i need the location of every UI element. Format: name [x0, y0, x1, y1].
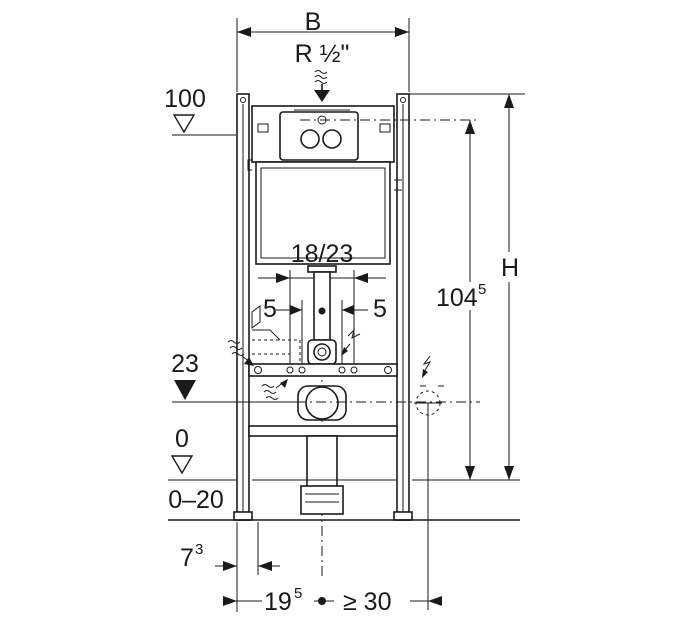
level-0-marker: 0 0–20: [168, 425, 520, 521]
supply-label: R ½": [295, 40, 350, 68]
cable-route: [252, 339, 301, 364]
range-0-20-label: 0–20: [168, 486, 224, 514]
level-23-marker: 23: [171, 350, 300, 403]
height-104-label: 104: [436, 284, 478, 312]
dimension-h: H: [409, 93, 525, 480]
cistern: [247, 105, 402, 265]
dimension-19-30: 19 5 ≥ 30: [223, 585, 442, 616]
offset-left-label: 5: [263, 295, 277, 323]
dimension-5-offsets: 5 5: [263, 295, 387, 372]
water-supply-icon: [314, 70, 330, 102]
flush-pipe: [307, 265, 337, 365]
level-marker-icon: [172, 114, 196, 134]
water-inlet-icon: [227, 340, 254, 366]
dim-7-label: 7: [180, 544, 194, 572]
height-h-label: H: [501, 254, 519, 282]
mounting-bracket: [248, 363, 398, 437]
dim-19-sup: 5: [294, 585, 302, 602]
dim-19-label: 19: [264, 588, 292, 616]
dim-ge30-label: ≥ 30: [343, 588, 391, 616]
spacing-18-23-label: 18/23: [291, 240, 354, 268]
offset-right-label: 5: [373, 295, 387, 323]
frame-left-post: [233, 93, 253, 521]
electrical-outlet-icon: [341, 328, 361, 356]
dimension-b: B R ½": [236, 8, 410, 92]
drain-symbol-icon: [261, 379, 288, 400]
electrical-connection-icon: [414, 355, 444, 610]
dimension-18-23: 18/23: [258, 240, 386, 372]
frame-right-post: [393, 93, 413, 521]
width-b-label: B: [305, 8, 322, 36]
dimension-104: 104 5: [436, 120, 504, 480]
level-0-label: 0: [175, 425, 189, 453]
level-23-label: 23: [171, 350, 199, 378]
height-104-sup: 5: [478, 281, 486, 298]
level-100-label: 100: [164, 85, 206, 113]
level-100-marker: 100: [164, 85, 236, 136]
drain-pipe-icon: [296, 385, 480, 515]
dim-7-sup: 3: [195, 541, 203, 558]
dimension-7: 7 3: [180, 522, 280, 612]
